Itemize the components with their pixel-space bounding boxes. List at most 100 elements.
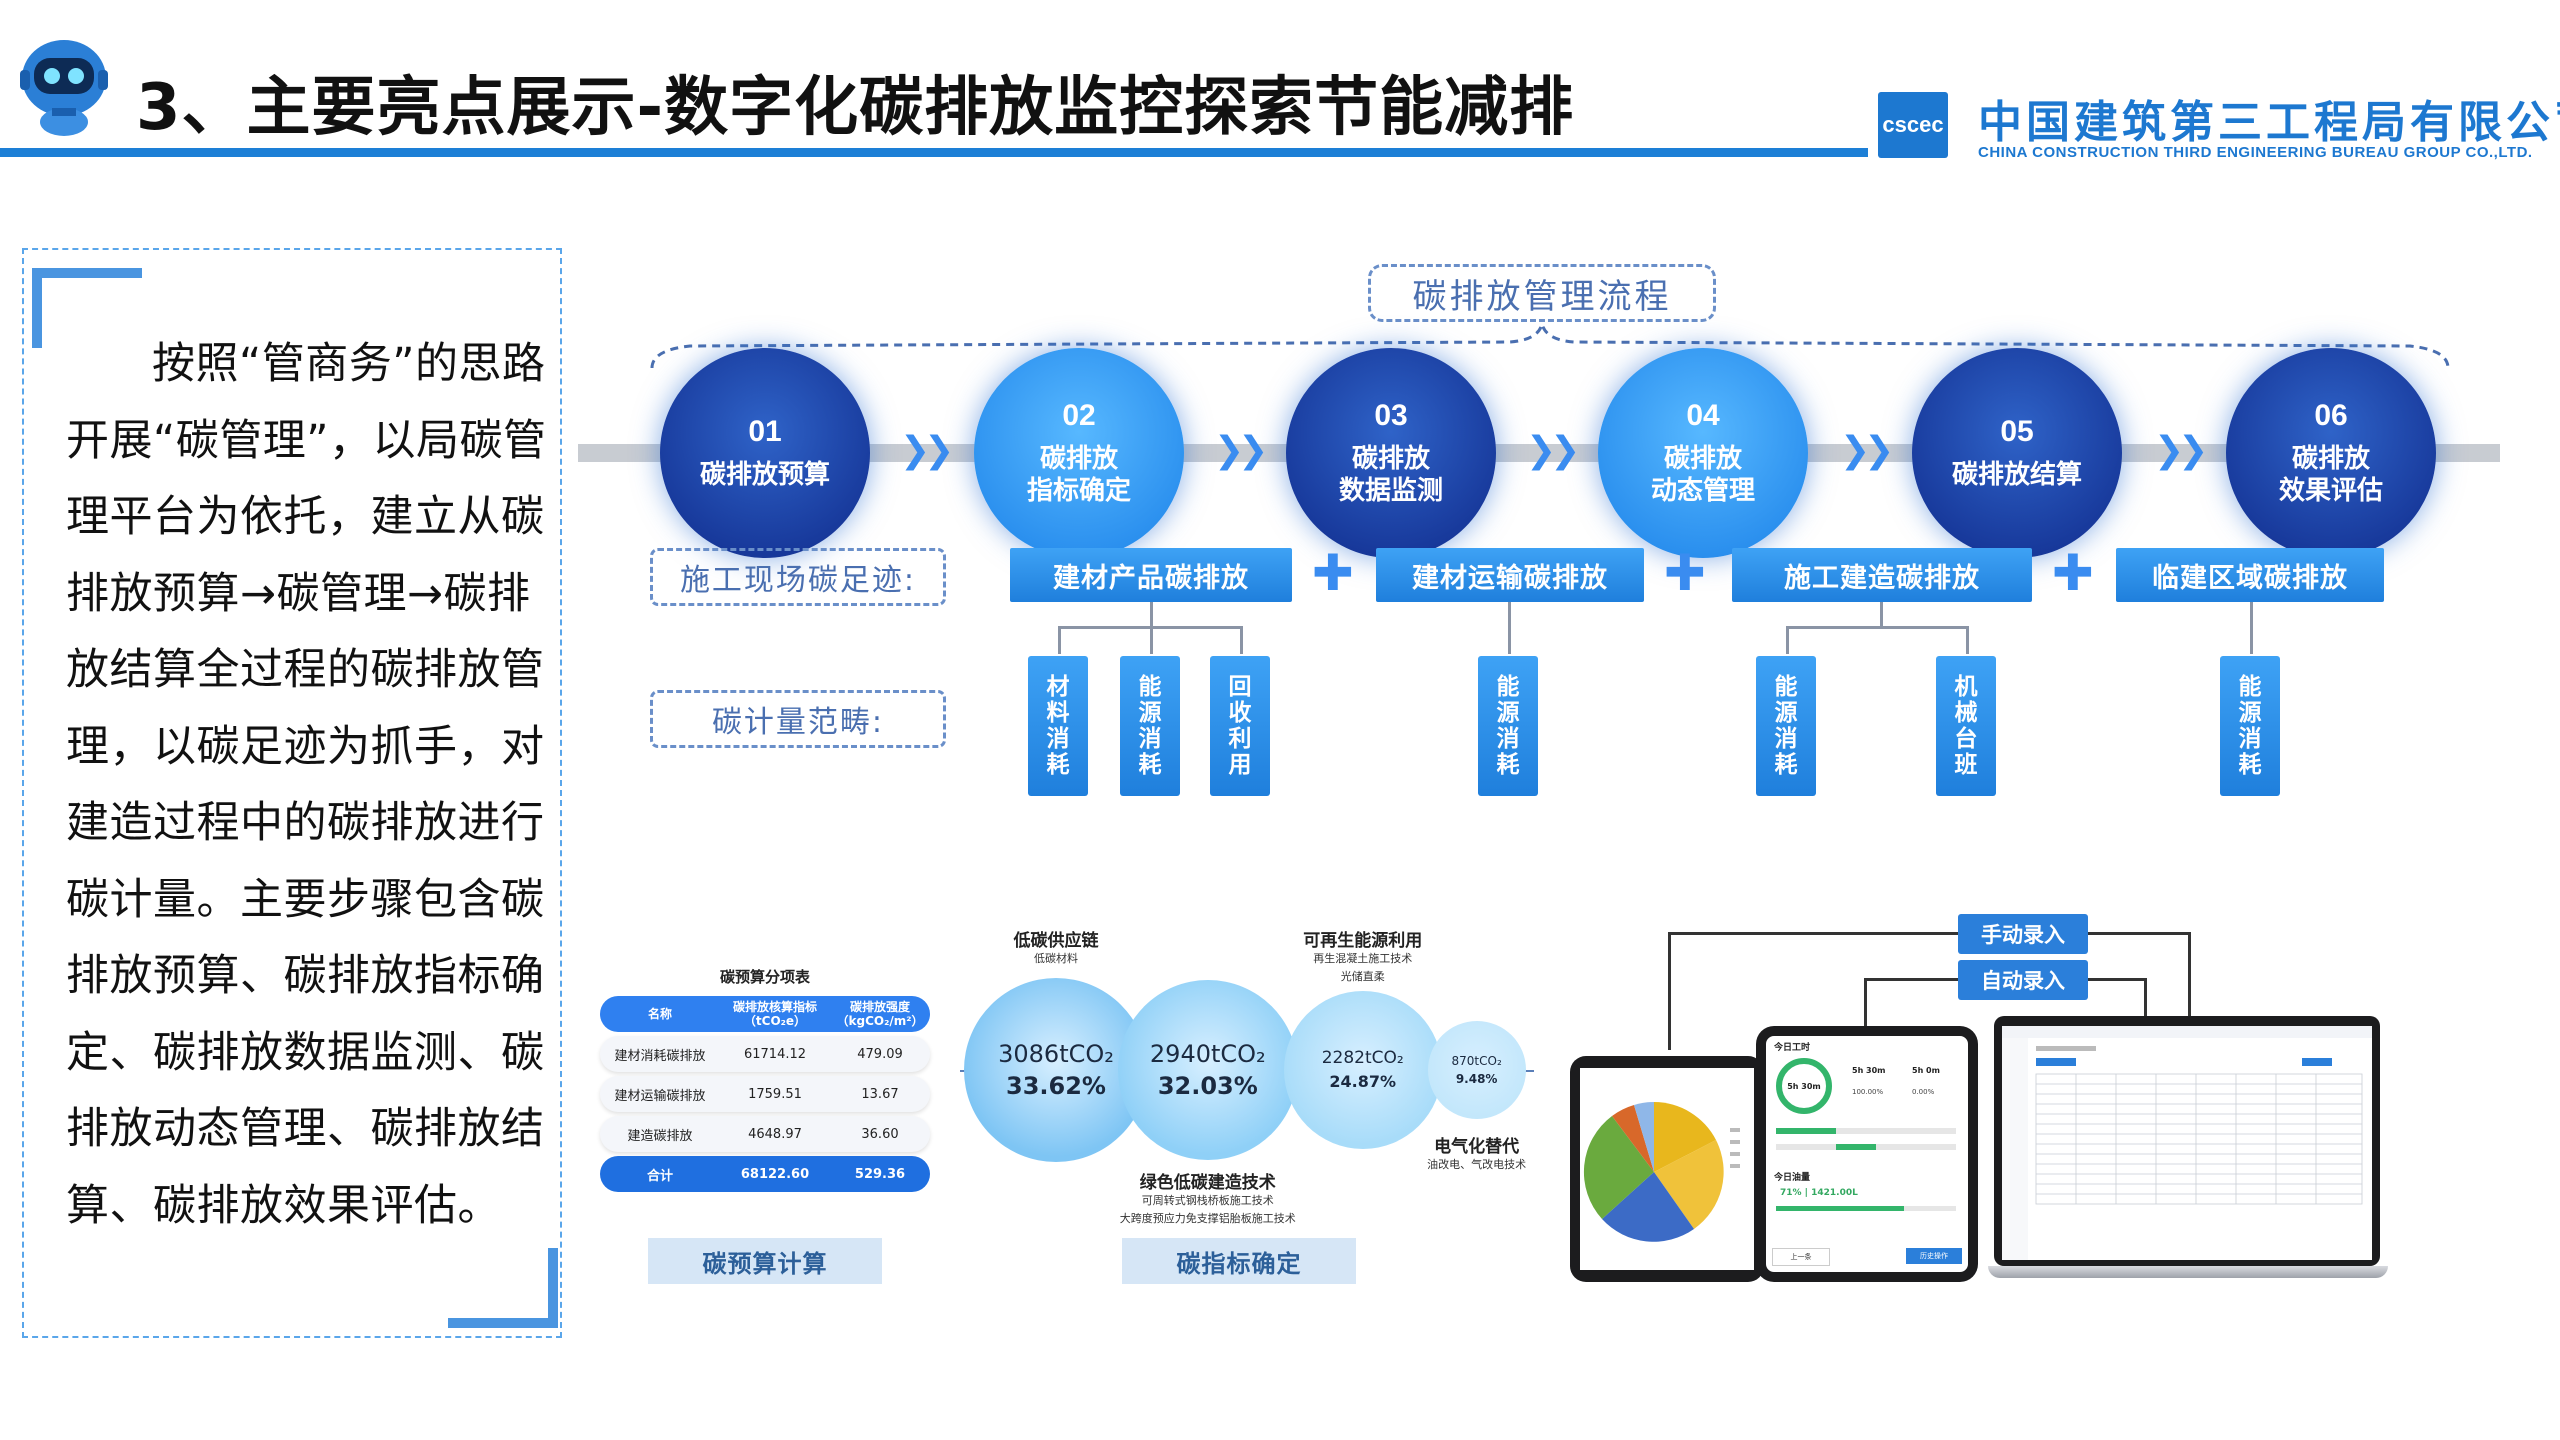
step-label-line2: 效果评估 bbox=[2278, 476, 2383, 506]
bubble-label: 低碳供应链 bbox=[1013, 931, 1099, 951]
plus-icon: ✚ bbox=[1312, 544, 1354, 602]
connector-line bbox=[2088, 932, 2190, 935]
double-chevron-icon: ❯❯ bbox=[900, 430, 954, 471]
page-title: 3、主要亮点展示-数字化碳排放监控探索节能减排 bbox=[136, 71, 1575, 145]
scope-char: 械 bbox=[1954, 700, 1978, 726]
step-05-settlement: 05 碳排放结算 bbox=[1912, 348, 2122, 558]
laptop-device bbox=[1988, 1016, 2388, 1286]
step-label-line2: 动态管理 bbox=[1650, 476, 1755, 506]
scope-char: 收 bbox=[1228, 700, 1252, 726]
table-cell: 68122.60 bbox=[740, 1166, 810, 1182]
connector-line bbox=[1966, 626, 1969, 654]
bubble-sub-label: 油改电、气改电技术 bbox=[1427, 1158, 1527, 1171]
connector-line bbox=[1150, 602, 1153, 628]
step-number: 03 bbox=[1374, 399, 1408, 432]
scope-char: 源 bbox=[1496, 700, 1520, 726]
connector-line bbox=[2188, 932, 2191, 1032]
table-cell: 建材运输碳排放 bbox=[614, 1088, 706, 1104]
oil-label: 今日油量 bbox=[1774, 1173, 1811, 1183]
footprint-temporary: 临建区域碳排放 bbox=[2116, 548, 2384, 602]
scope-char: 耗 bbox=[2238, 752, 2262, 778]
bubble-caption: 碳指标确定 bbox=[1122, 1238, 1356, 1284]
scope-char: 耗 bbox=[1774, 752, 1798, 778]
double-chevron-icon: ❯❯ bbox=[1214, 430, 1268, 471]
table-cell: 合计 bbox=[646, 1168, 673, 1184]
table-total-row: 合计 68122.60 529.36 bbox=[600, 1156, 930, 1192]
bubble-label: 电气化替代 bbox=[1434, 1137, 1520, 1157]
bubble-sub-label: 再生混凝土施工技术 bbox=[1313, 952, 1413, 965]
table-cell: 1759.51 bbox=[748, 1086, 802, 1102]
table-row: 建造碳排放 4648.97 36.60 bbox=[600, 1116, 930, 1152]
prev-button[interactable]: 上一条 bbox=[1772, 1248, 1830, 1266]
scope-char: 消 bbox=[1046, 726, 1070, 752]
bubble-percent: 9.48% bbox=[1455, 1071, 1498, 1086]
footprint-transport: 建材运输碳排放 bbox=[1376, 548, 1644, 602]
body-paragraph: 按照“管商务”的思路开展“碳管理”，以局碳管理平台为依托，建立从碳排放预算→碳管… bbox=[66, 339, 547, 1231]
footprint-label: 施工现场碳足迹: bbox=[650, 548, 946, 606]
stat-1: 5h 30m bbox=[1852, 1066, 1886, 1075]
table-row: 建材运输碳排放 1759.51 13.67 bbox=[600, 1076, 930, 1112]
budget-table-title: 碳预算分项表 bbox=[719, 968, 810, 986]
corner-decoration-top-left bbox=[32, 268, 142, 348]
double-chevron-icon: ❯❯ bbox=[1840, 430, 1894, 471]
scope-char: 消 bbox=[1138, 726, 1162, 752]
footprint-construction: 施工建造碳排放 bbox=[1732, 548, 2032, 602]
scope-char: 耗 bbox=[1138, 752, 1162, 778]
tablet-screen bbox=[1580, 1068, 1754, 1270]
pie-chart-graphic bbox=[1583, 1102, 1740, 1242]
company-name-en: CHINA CONSTRUCTION THIRD ENGINEERING BUR… bbox=[1978, 144, 2533, 161]
scope-char: 耗 bbox=[1496, 752, 1520, 778]
scope-char: 利 bbox=[1228, 726, 1252, 752]
step-number: 05 bbox=[2000, 415, 2034, 448]
step-label: 碳排放结算 bbox=[1951, 460, 2082, 490]
scope-char: 消 bbox=[2238, 726, 2262, 752]
bubble-4: 870tCO₂ 9.48% bbox=[1427, 1021, 1526, 1119]
scope-energy-consumption: 能源消耗 bbox=[1478, 656, 1538, 796]
bubble-value: 870tCO₂ bbox=[1451, 1053, 1502, 1068]
corner-decoration-bottom-right bbox=[448, 1248, 558, 1328]
bubble-value: 3086tCO₂ bbox=[998, 1040, 1114, 1068]
scope-char: 消 bbox=[1496, 726, 1520, 752]
timeline-bar bbox=[1776, 1128, 1956, 1134]
bubble-percent: 32.03% bbox=[1157, 1071, 1258, 1100]
step-label-line1: 碳排放 bbox=[1039, 444, 1118, 474]
connector-line bbox=[1786, 626, 1968, 629]
scope-char: 消 bbox=[1774, 726, 1798, 752]
bubble-value: 2282tCO₂ bbox=[1321, 1048, 1404, 1069]
step-label-line2: 数据监测 bbox=[1338, 476, 1443, 506]
connector-line bbox=[1880, 602, 1883, 628]
step-01-budget: 01 碳排放预算 bbox=[660, 348, 870, 558]
bubble-label: 可再生能源利用 bbox=[1303, 931, 1423, 951]
scope-material-consumption: 材料消耗 bbox=[1028, 656, 1088, 796]
bubble-value: 2940tCO₂ bbox=[1149, 1039, 1266, 1068]
scope-char: 耗 bbox=[1046, 752, 1070, 778]
budget-table-header: 名称 碳排放核算指标（tCO₂e） 碳排放强度（kgCO₂/m²） bbox=[600, 996, 930, 1032]
robot-mascot-icon bbox=[14, 30, 114, 140]
phone-device: 今日工时 5h 30m 5h 30m 5h 0m 100.00% 0.00% 今… bbox=[1756, 1026, 1978, 1282]
scope-char: 材 bbox=[1046, 674, 1070, 700]
step-label-line2: 指标确定 bbox=[1026, 476, 1131, 506]
table-row: 建材消耗碳排放 61714.12 479.09 bbox=[600, 1036, 930, 1072]
stat-2: 5h 0m bbox=[1912, 1066, 1940, 1075]
connector-line bbox=[1668, 932, 1671, 1050]
bubble-sub-label: 光储直柔 bbox=[1340, 970, 1385, 983]
laptop-screen bbox=[2002, 1026, 2372, 1260]
phone-screen: 今日工时 5h 30m 5h 30m 5h 0m 100.00% 0.00% 今… bbox=[1766, 1036, 1968, 1272]
history-button[interactable]: 历史操作 bbox=[1906, 1248, 1962, 1264]
double-chevron-icon: ❯❯ bbox=[1526, 430, 1580, 471]
table-cell: 36.60 bbox=[861, 1126, 899, 1142]
step-number: 01 bbox=[748, 415, 782, 448]
bubble-sub-label: 大跨度预应力免支撑铝胎板施工技术 bbox=[1119, 1212, 1296, 1225]
scope-char: 料 bbox=[1046, 700, 1070, 726]
oil-bar bbox=[1776, 1206, 1956, 1211]
plus-icon: ✚ bbox=[2052, 544, 2094, 602]
tablet-device bbox=[1570, 1056, 1764, 1282]
scope-energy-consumption: 能源消耗 bbox=[1120, 656, 1180, 796]
step-03-monitoring: 03 碳排放 数据监测 bbox=[1286, 348, 1496, 558]
scope-recycling: 回收利用 bbox=[1210, 656, 1270, 796]
scope-char: 机 bbox=[1954, 674, 1978, 700]
step-number: 02 bbox=[1062, 399, 1096, 432]
text-panel bbox=[22, 248, 562, 1338]
progress-ring: 5h 30m bbox=[1776, 1058, 1832, 1114]
connector-line bbox=[2088, 978, 2146, 981]
